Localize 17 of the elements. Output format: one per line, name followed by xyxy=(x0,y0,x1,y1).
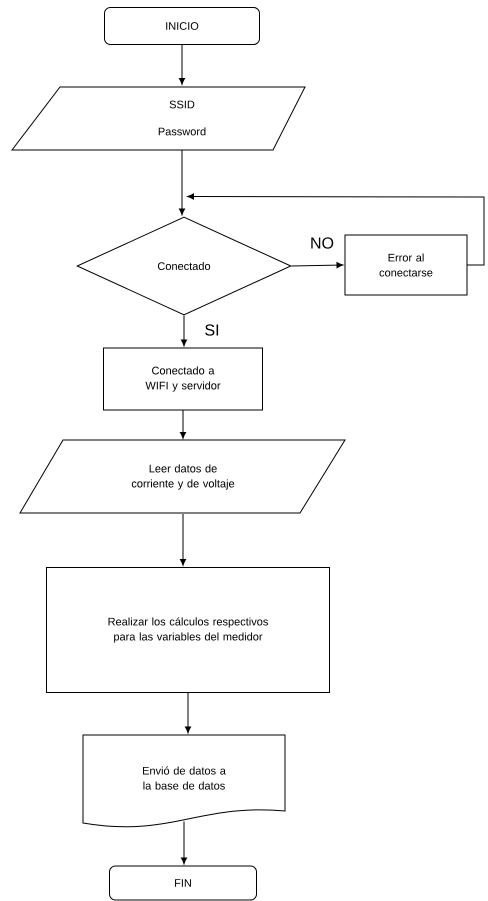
terminal-box: FIN xyxy=(109,866,257,900)
process-box: Realizar los cálculos respectivos para las variables del medidor xyxy=(46,567,330,693)
process-box: Conectado a WIFI y servidor xyxy=(103,348,263,410)
arrow xyxy=(180,315,188,346)
arrow xyxy=(178,150,186,216)
terminal-box: INICIO xyxy=(104,7,260,45)
arrow xyxy=(178,44,186,85)
arrow xyxy=(180,514,186,566)
process-box: Error al conectarse xyxy=(344,234,468,296)
arrow xyxy=(291,262,344,268)
document-box: Envió de datos a la base de datos xyxy=(82,734,286,828)
arrow xyxy=(184,692,192,734)
arrow xyxy=(180,821,188,864)
arrow xyxy=(180,410,186,439)
arrow xyxy=(187,193,484,266)
edge-label: SI xyxy=(203,323,221,337)
edge-label: NO xyxy=(309,236,335,250)
